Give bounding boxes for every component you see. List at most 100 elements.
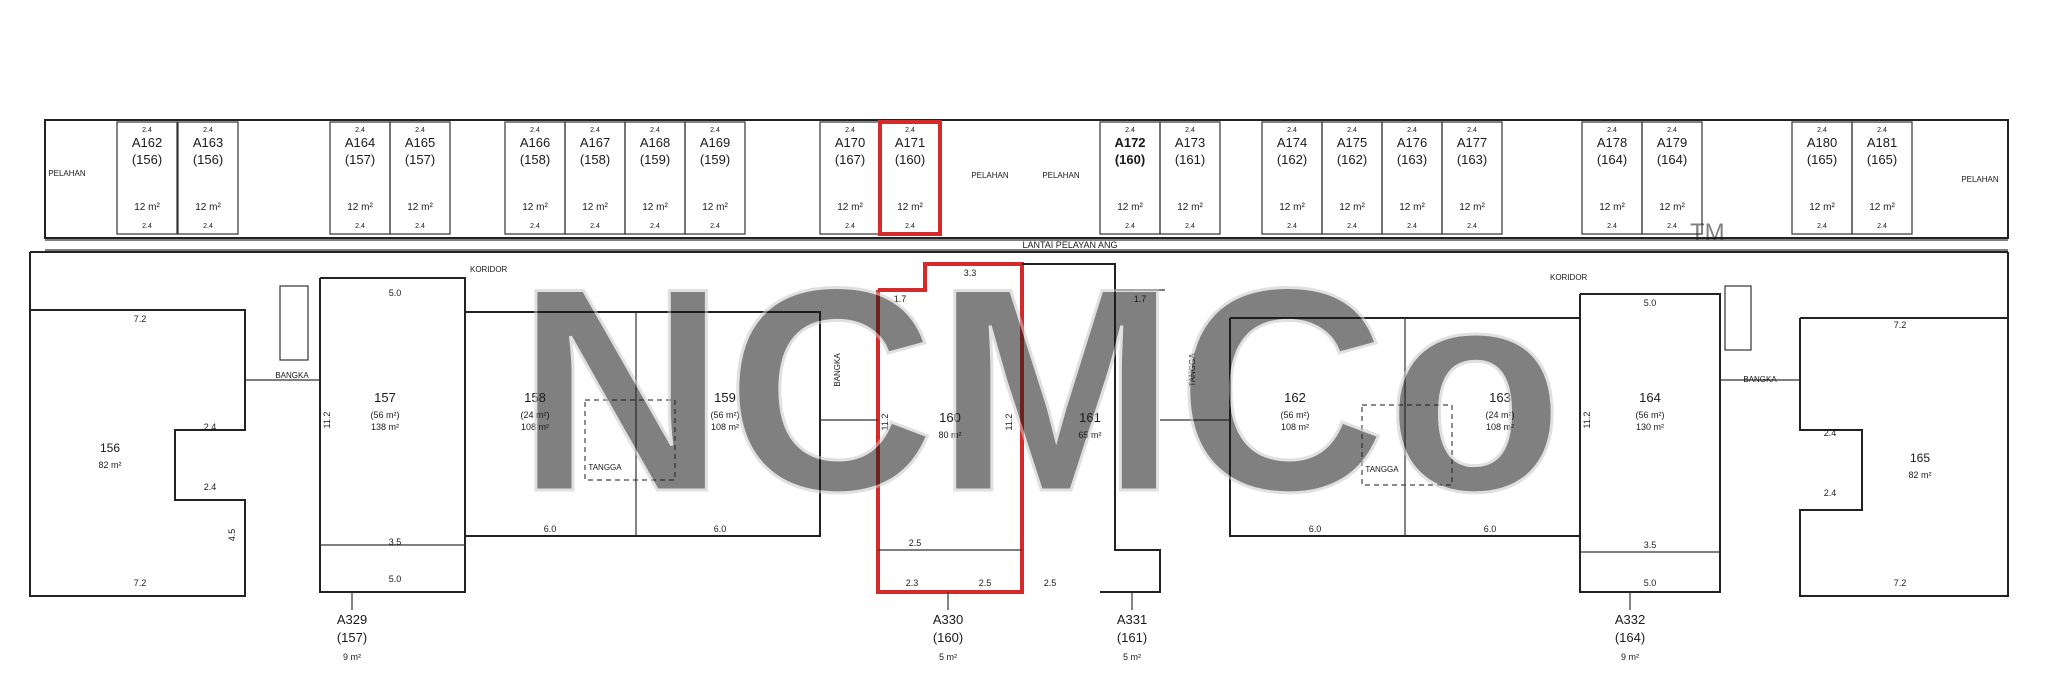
storage-unit-id: A162 bbox=[132, 135, 162, 150]
storage-unit-dim: 2.4 bbox=[590, 127, 600, 134]
storage-unit-id: A171 bbox=[895, 135, 925, 150]
storage-unit-id: A173 bbox=[1175, 135, 1205, 150]
bottom-unit-ref: (160) bbox=[933, 630, 963, 645]
storage-unit-ref: (163) bbox=[1457, 152, 1487, 167]
storage-unit-ref: (163) bbox=[1397, 152, 1427, 167]
storage-unit-area: 12 m² bbox=[1459, 202, 1485, 213]
storage-unit-area: 12 m² bbox=[1809, 202, 1835, 213]
side-label-right: BANGKA bbox=[1743, 375, 1777, 384]
dim-label: 1.7 bbox=[1134, 294, 1147, 304]
dim-label: 11.2 bbox=[1582, 412, 1592, 429]
watermark-text: NCMCo bbox=[516, 228, 1563, 552]
unit-id: 165 bbox=[1910, 451, 1930, 465]
storage-unit-dim: 2.4 bbox=[1185, 223, 1195, 230]
storage-unit-dim: 2.4 bbox=[142, 223, 152, 230]
dim-label: 6.0 bbox=[1484, 524, 1497, 534]
storage-unit-ref: (160) bbox=[895, 152, 925, 167]
storage-unit-dim: 2.4 bbox=[1125, 127, 1135, 134]
unit-labels: 156 82 m² 157 (56 m²)138 m² 158 (24 m²)1… bbox=[98, 390, 1931, 480]
unit-area: (56 m²)130 m² bbox=[1636, 410, 1665, 432]
dim-label: 2.4 bbox=[1824, 428, 1837, 438]
dim-label: 2.3 bbox=[906, 578, 919, 588]
watermark-trademark: TM bbox=[1690, 219, 1725, 246]
stairs-label: TANGGA bbox=[588, 463, 622, 472]
storage-unit-dim: 2.4 bbox=[1877, 127, 1887, 134]
bottom-unit-ref: (164) bbox=[1615, 630, 1645, 645]
storage-unit-dim: 2.4 bbox=[1125, 223, 1135, 230]
unit-id: 156 bbox=[100, 441, 120, 455]
storage-unit-dim: 2.4 bbox=[415, 223, 425, 230]
storage-unit-area: 12 m² bbox=[897, 202, 923, 213]
bottom-units: A329 (157) 9 m² A330 (160) 5 m² A331 (16… bbox=[337, 592, 1645, 662]
storage-unit-ref: (159) bbox=[700, 152, 730, 167]
storage-unit-dim: 2.4 bbox=[1877, 223, 1887, 230]
storage-unit-dim: 2.4 bbox=[1607, 223, 1617, 230]
bottom-unit-ref: (161) bbox=[1117, 630, 1147, 645]
storage-unit-ref: (160) bbox=[1115, 152, 1145, 167]
corridor-labels: KORIDOR KORIDOR BANGKA BANGKA TANGGA BAN… bbox=[275, 265, 1777, 474]
unit-area: 82 m² bbox=[1908, 470, 1931, 480]
unit-id: 162 bbox=[1284, 390, 1306, 405]
storage-unit-area: 12 m² bbox=[837, 202, 863, 213]
service-label: PELAHAN bbox=[971, 171, 1009, 180]
dim-label: 4.5 bbox=[227, 529, 237, 542]
dim-label: 2.5 bbox=[979, 578, 992, 588]
storage-unit-outline bbox=[1641, 121, 1703, 235]
storage-unit-id: A179 bbox=[1657, 135, 1687, 150]
storage-unit-outline bbox=[684, 121, 746, 235]
storage-unit-id: A177 bbox=[1457, 135, 1487, 150]
storage-unit-dim: 2.4 bbox=[203, 127, 213, 134]
storage-unit-dim: 2.4 bbox=[1817, 223, 1827, 230]
main-outline bbox=[29, 251, 2009, 597]
storage-unit-ref: (158) bbox=[520, 152, 550, 167]
dim-label: 1.7 bbox=[894, 294, 907, 304]
storage-unit-ref: (156) bbox=[193, 152, 223, 167]
storage-unit-dim: 2.4 bbox=[1347, 127, 1357, 134]
storage-unit-ref: (164) bbox=[1657, 152, 1687, 167]
storage-unit-dim: 2.4 bbox=[203, 223, 213, 230]
storage-unit-area: 12 m² bbox=[195, 202, 221, 213]
corridor-top-label: LANTAI PELAYAN ANG bbox=[1022, 240, 1117, 250]
bottom-unit-area: 9 m² bbox=[1621, 652, 1639, 662]
service-label: PELAHAN bbox=[1961, 175, 1999, 184]
side-label-center: BANGKA bbox=[833, 353, 842, 387]
storage-unit-outline bbox=[1441, 121, 1503, 235]
side-label-left: BANGKA bbox=[275, 371, 309, 380]
stairs-label: TANGGA bbox=[1365, 465, 1399, 474]
unit-area: (24 m²)108 m² bbox=[1486, 410, 1515, 432]
storage-unit-ref: (164) bbox=[1597, 152, 1627, 167]
unit-area: 80 m² bbox=[938, 430, 961, 440]
dim-label: 2.4 bbox=[204, 482, 217, 492]
watermark: NCMCo TM bbox=[515, 219, 1725, 554]
storage-unit-dim: 2.4 bbox=[530, 223, 540, 230]
storage-unit-outline bbox=[116, 121, 178, 235]
storage-unit-dim: 2.4 bbox=[1407, 127, 1417, 134]
storage-unit-dim: 2.4 bbox=[1667, 127, 1677, 134]
unit-id: 161 bbox=[1079, 410, 1101, 425]
storage-unit-outline bbox=[389, 121, 451, 235]
storage-unit-ref: (159) bbox=[640, 152, 670, 167]
storage-unit-area: 12 m² bbox=[582, 202, 608, 213]
service-label: PELAHAN bbox=[48, 169, 86, 178]
dim-label: 6.0 bbox=[544, 524, 557, 534]
storage-unit-dim: 2.4 bbox=[1185, 127, 1195, 134]
unit-area: (24 m²)108 m² bbox=[521, 410, 550, 432]
storage-unit-area: 12 m² bbox=[407, 202, 433, 213]
service-labels: PELAHAN PELAHAN PELAHAN PELAHAN bbox=[48, 169, 1999, 184]
storage-unit-ref: (167) bbox=[835, 152, 865, 167]
storage-unit-id: A174 bbox=[1277, 135, 1307, 150]
storage-unit-area: 12 m² bbox=[1659, 202, 1685, 213]
unit-area: 65 m² bbox=[1078, 430, 1101, 440]
storage-unit-id: A168 bbox=[640, 135, 670, 150]
corridor-left-label: KORIDOR bbox=[470, 265, 508, 274]
